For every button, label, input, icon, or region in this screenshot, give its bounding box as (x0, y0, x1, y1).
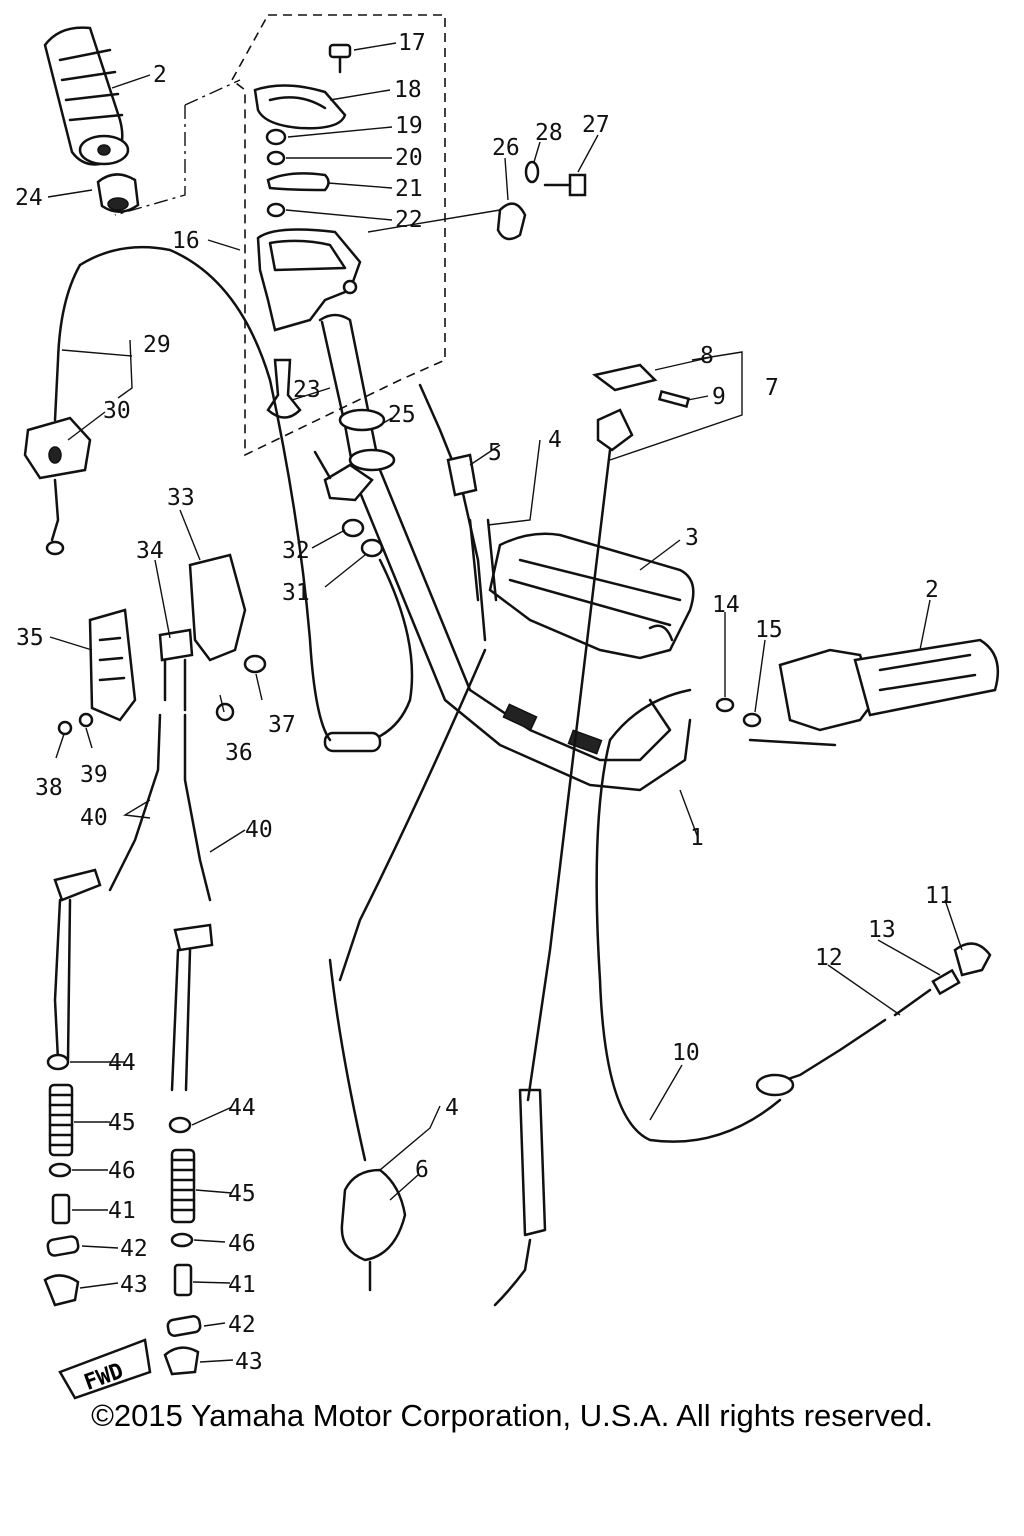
callout-5: 5 (488, 440, 502, 466)
callout-40: 40 (80, 805, 108, 831)
callout-26: 26 (492, 135, 520, 161)
callout-9: 9 (712, 384, 726, 410)
callout-2: 2 (153, 62, 167, 88)
callout-21: 21 (395, 176, 423, 202)
fwd-arrow-tag: FWD (58, 1338, 152, 1400)
callout-8: 8 (700, 343, 714, 369)
callout-40-right: 40 (245, 817, 273, 843)
callout-43: 43 (120, 1272, 148, 1298)
callout-43-right: 43 (235, 1349, 263, 1375)
callout-11: 11 (925, 883, 953, 909)
callout-24: 24 (15, 185, 43, 211)
callout-32: 32 (282, 538, 310, 564)
callout-2-right: 2 (925, 577, 939, 603)
callout-44-right: 44 (228, 1095, 256, 1121)
callout-42: 42 (120, 1236, 148, 1262)
callout-25: 25 (388, 402, 416, 428)
callout-17: 17 (398, 30, 426, 56)
callout-46-right: 46 (228, 1231, 256, 1257)
callout-16: 16 (172, 228, 200, 254)
callout-33: 33 (167, 485, 195, 511)
callout-13: 13 (868, 917, 896, 943)
callout-39: 39 (80, 762, 108, 788)
right-grip (748, 638, 1000, 747)
callout-27: 27 (582, 112, 610, 138)
callout-36: 36 (225, 740, 253, 766)
callout-41-right: 41 (228, 1272, 256, 1298)
callout-37: 37 (268, 712, 296, 738)
callout-29: 29 (143, 332, 171, 358)
callout-45: 45 (108, 1110, 136, 1136)
callout-22: 22 (395, 207, 423, 233)
callout-30: 30 (103, 398, 131, 424)
callout-28: 28 (535, 120, 563, 146)
callout-20: 20 (395, 145, 423, 171)
grip-end (96, 173, 140, 213)
callout-46: 46 (108, 1158, 136, 1184)
callout-6: 6 (415, 1157, 429, 1183)
callout-38: 38 (35, 775, 63, 801)
callout-41: 41 (108, 1198, 136, 1224)
callout-10: 10 (672, 1040, 700, 1066)
callout-7: 7 (765, 375, 779, 401)
copyright-notice: ©2015 Yamaha Motor Corporation, U.S.A. A… (91, 1398, 933, 1433)
callout-44: 44 (108, 1050, 136, 1076)
callout-14: 14 (712, 592, 740, 618)
callout-12: 12 (815, 945, 843, 971)
screw (328, 43, 352, 74)
callout-23: 23 (293, 377, 321, 403)
callout-4: 4 (548, 427, 562, 453)
callout-31: 31 (282, 580, 310, 606)
callout-18: 18 (394, 77, 422, 103)
callout-34: 34 (136, 538, 164, 564)
callout-45-right: 45 (228, 1181, 256, 1207)
callout-42-right: 42 (228, 1312, 256, 1338)
callout-19: 19 (395, 113, 423, 139)
callout-15: 15 (755, 617, 783, 643)
throttle-housing (256, 228, 362, 332)
left-grip (43, 26, 130, 166)
callout-3: 3 (685, 525, 699, 551)
callout-35: 35 (16, 625, 44, 651)
callout-4-lower: 4 (445, 1095, 459, 1121)
callout-1: 1 (690, 825, 704, 851)
